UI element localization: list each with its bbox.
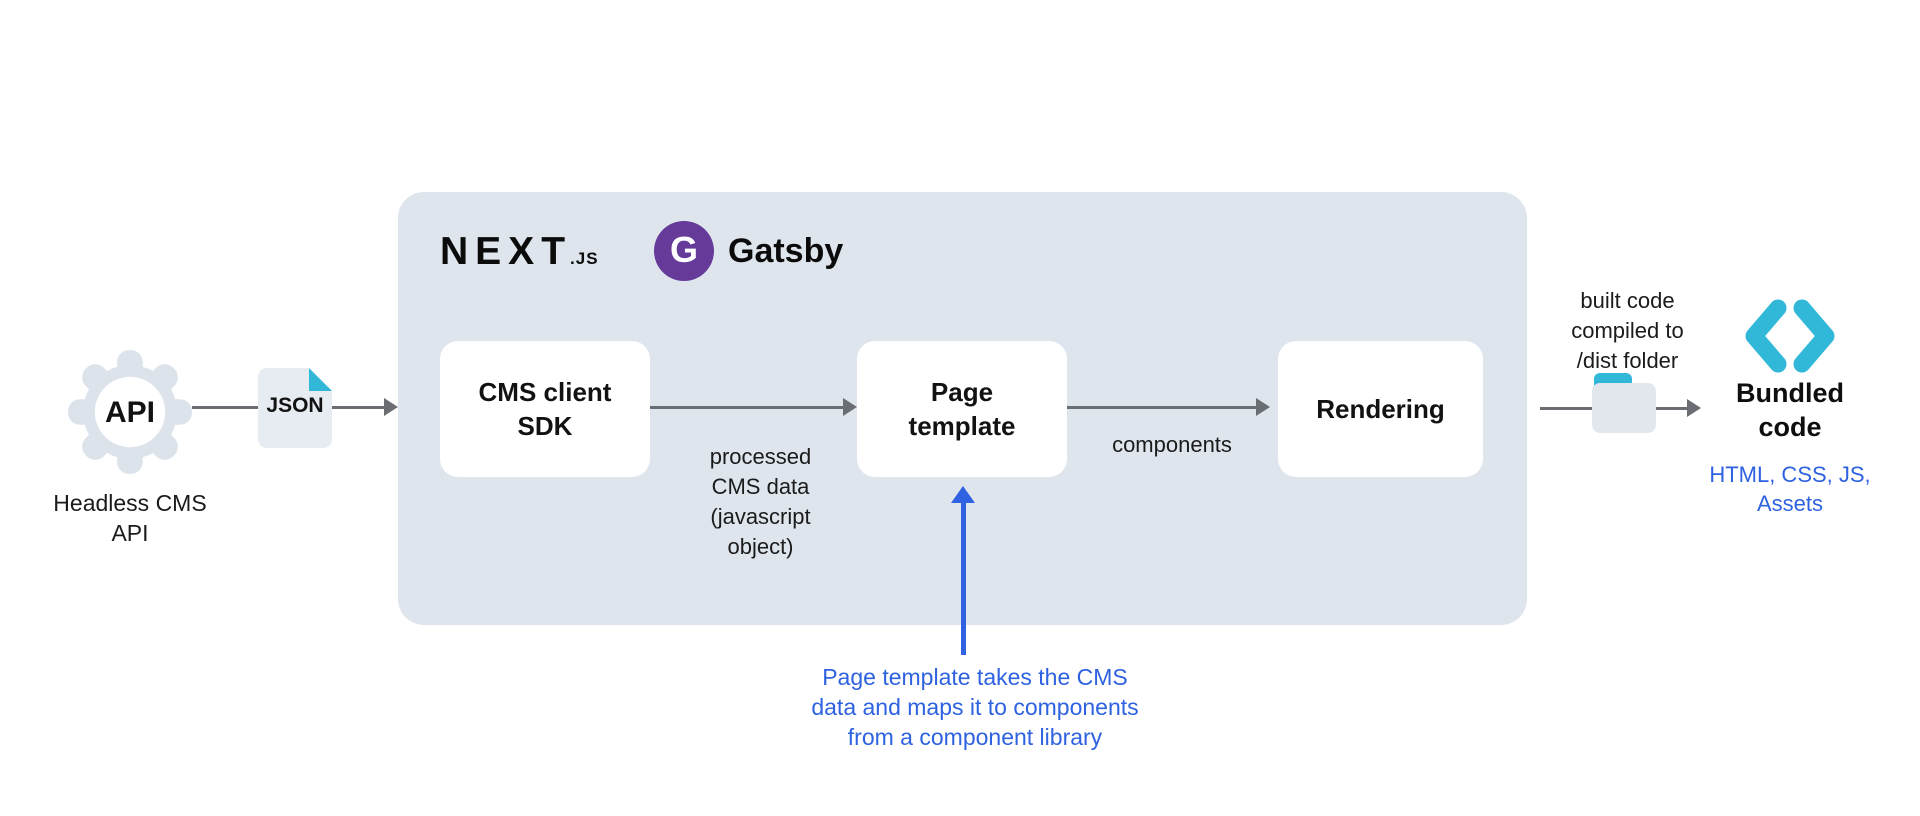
node-cms-client-sdk: CMS client SDK: [440, 341, 650, 477]
edge-label-components: components: [1097, 430, 1247, 460]
bundled-code-formats: HTML, CSS, JS, Assets: [1700, 460, 1880, 518]
built-code-caption-line: built code: [1580, 288, 1675, 313]
node-label-line: SDK: [517, 411, 573, 441]
annotation-arrow-line: [961, 502, 966, 655]
node-label-line: CMS client: [478, 377, 612, 407]
annotation-line: data and maps it to components: [811, 694, 1139, 720]
edge-label-line: components: [1112, 432, 1232, 457]
arrow-json-to-frameworks: [332, 406, 385, 409]
nextjs-logo: NEXT .JS: [440, 230, 599, 274]
node-rendering: Rendering: [1278, 341, 1483, 477]
annotation-line: from a component library: [847, 724, 1103, 750]
node-page-template: Page template: [857, 341, 1067, 477]
formats-line: Assets: [1756, 491, 1824, 516]
bundled-code-title-line: code: [1758, 412, 1822, 442]
json-file-icon: [258, 368, 332, 448]
arrowhead-icon: [1256, 398, 1270, 416]
built-code-caption-line: /dist folder: [1576, 348, 1679, 373]
gatsby-monogram-letter: G: [669, 229, 698, 270]
bundled-code-title: Bundled code: [1700, 376, 1880, 444]
formats-line: HTML, CSS, JS,: [1709, 462, 1871, 487]
node-label-line: template: [908, 411, 1016, 441]
gear-icon: [68, 350, 192, 474]
node-label-line: Rendering: [1316, 394, 1445, 424]
bundled-code-title-line: Bundled: [1736, 378, 1844, 408]
node-label-line: Page: [930, 377, 994, 407]
gatsby-monogram-icon: G: [654, 221, 714, 281]
api-caption-line: API: [111, 520, 149, 546]
json-label: JSON: [266, 394, 324, 417]
built-code-caption-line: compiled to: [1571, 318, 1684, 343]
arrowhead-icon: [384, 398, 398, 416]
page-template-annotation: Page template takes the CMS data and map…: [735, 662, 1215, 752]
arrowhead-icon: [1687, 399, 1701, 417]
code-brackets-icon: [1745, 299, 1835, 373]
edge-label-line: (javascript: [710, 504, 811, 529]
annotation-line: Page template takes the CMS: [822, 664, 1128, 690]
arrowhead-icon: [843, 398, 857, 416]
annotation-arrowhead-icon: [951, 486, 975, 503]
edge-label-processed-cms-data: processed CMS data (javascript object): [683, 442, 838, 562]
arrow-template-to-rendering: [1067, 406, 1257, 409]
nextjs-suffix: .JS: [570, 249, 599, 268]
nextjs-wordmark: NEXT: [440, 230, 573, 273]
gatsby-wordmark: Gatsby: [728, 231, 844, 270]
built-code-caption: built code compiled to /dist folder: [1545, 286, 1710, 376]
edge-label-line: processed: [709, 444, 812, 469]
folder-icon: [1592, 383, 1656, 433]
gatsby-logo: G Gatsby: [654, 221, 843, 281]
edge-label-line: object): [727, 534, 794, 559]
arrow-sdk-to-template: [650, 406, 844, 409]
arrow-api-to-json: [192, 406, 258, 409]
edge-label-line: CMS data: [711, 474, 810, 499]
api-label: API: [104, 396, 155, 429]
api-caption-line: Headless CMS: [53, 490, 207, 516]
api-caption: Headless CMS API: [20, 488, 240, 548]
